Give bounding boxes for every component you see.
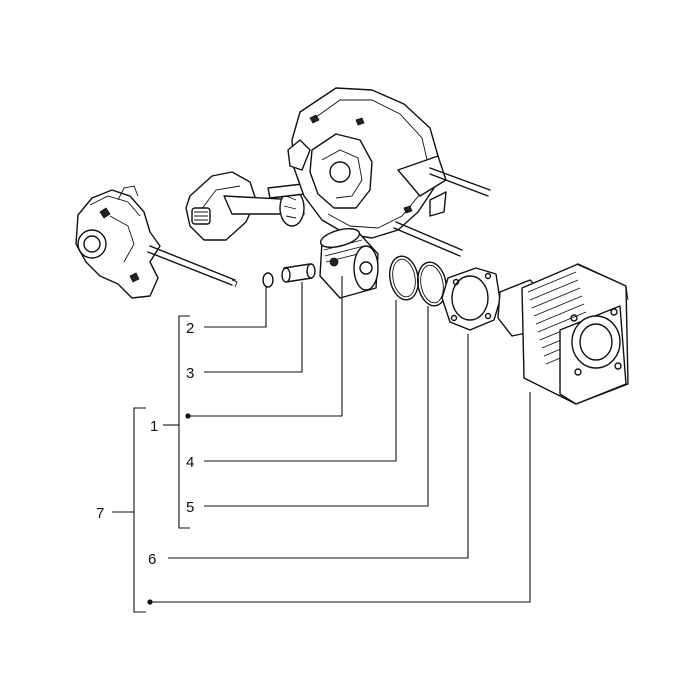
piston-icon xyxy=(319,227,379,299)
leader-lines xyxy=(150,276,531,603)
assembly-dot-7 xyxy=(147,599,153,605)
left-crankcase-half-icon xyxy=(75,185,238,299)
piston-ring-icon xyxy=(388,255,448,307)
group-brackets xyxy=(112,315,190,613)
callout-2: 2 xyxy=(186,320,194,337)
callout-3: 3 xyxy=(186,365,194,382)
piston-pin-clip-icon xyxy=(262,272,274,288)
cylinder-icon xyxy=(497,263,629,405)
piston-pin-icon xyxy=(281,263,316,283)
callout-1: 1 xyxy=(150,418,158,435)
callout-5: 5 xyxy=(186,499,194,516)
assembly-dot-1 xyxy=(185,413,191,419)
callout-7: 7 xyxy=(96,505,104,522)
callout-4: 4 xyxy=(186,454,194,471)
crankshaft-icon xyxy=(185,171,323,241)
crankcase-cover-icon xyxy=(287,87,491,257)
cylinder-gasket-icon xyxy=(441,267,501,331)
callout-6: 6 xyxy=(148,551,156,568)
